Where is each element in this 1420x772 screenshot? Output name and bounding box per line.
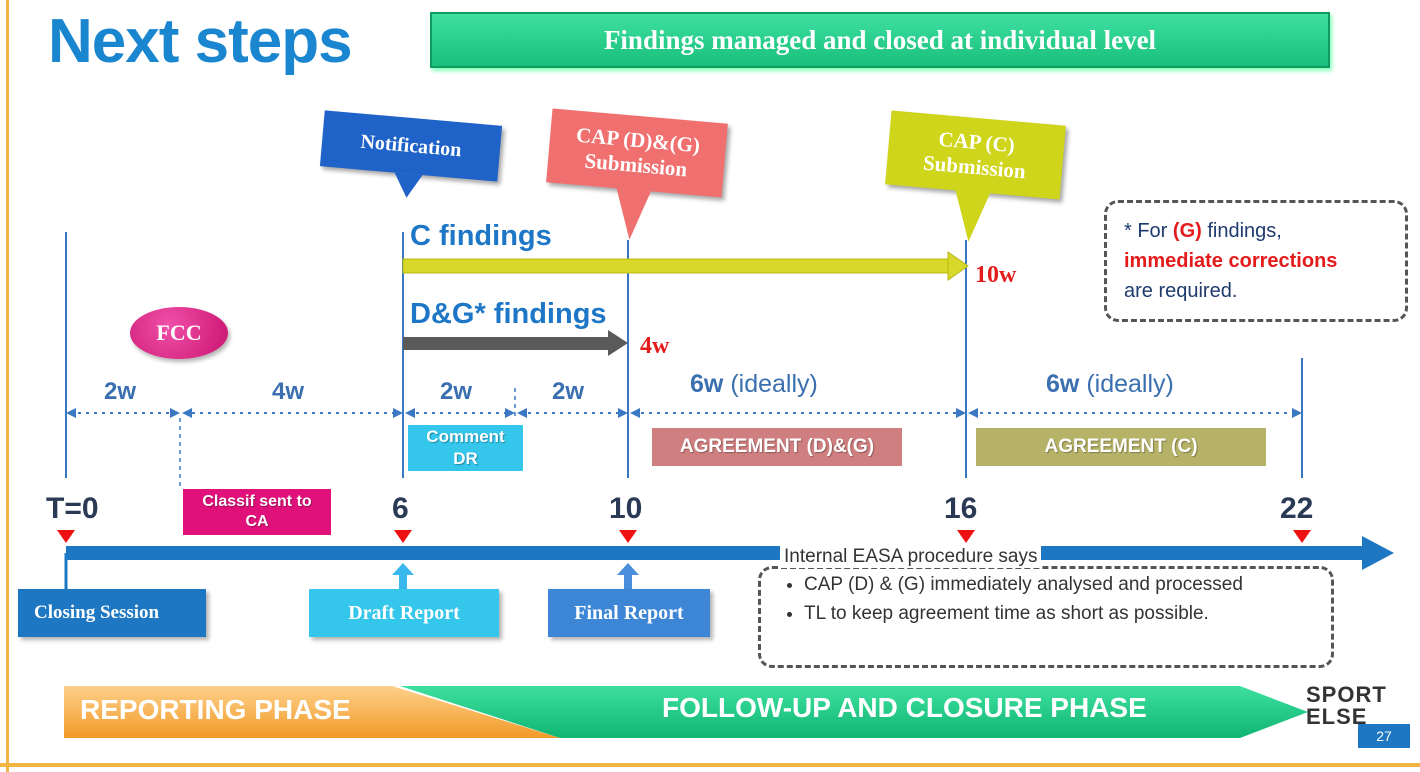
g-findings-note xyxy=(1104,200,1408,322)
followup-phase-label: FOLLOW-UP AND CLOSURE PHASE xyxy=(662,692,1147,723)
internal-note-bullet-2: TL to keep agreement time as short as po… xyxy=(804,599,1344,628)
segment-label-6: 6w (ideally) xyxy=(1046,370,1174,398)
reporting-phase-arrow xyxy=(64,686,560,738)
agreement-c-bar: AGREEMENT (C) xyxy=(976,428,1266,466)
c-findings-duration: 10w xyxy=(975,262,1017,288)
agreement-dg-bar: AGREEMENT (D)&(G) xyxy=(652,428,902,466)
followup-phase-arrow xyxy=(400,686,1308,738)
classif-sent-box: Classif sent to CA xyxy=(183,489,331,535)
tick-10: 10 xyxy=(609,492,643,525)
segment-label-4: 2w xyxy=(552,378,585,405)
marker-6 xyxy=(394,530,412,543)
internal-note-heading: Internal EASA procedure says xyxy=(780,546,1042,568)
findings-banner: Findings managed and closed at individua… xyxy=(430,12,1330,68)
bottom-frame-line xyxy=(0,763,1420,767)
final-up-arrow xyxy=(617,563,639,591)
dg-findings-label: D&G* findings xyxy=(410,298,607,330)
segment-label-3: 2w xyxy=(440,378,473,405)
segment-label-1: 2w xyxy=(104,378,137,405)
segment-label-2: 4w xyxy=(272,378,305,405)
page-title: Next steps xyxy=(48,7,353,76)
marker-16 xyxy=(957,530,975,543)
internal-procedure-note xyxy=(758,566,1334,668)
tick-6: 6 xyxy=(392,492,409,525)
closing-session-box: Closing Session xyxy=(18,589,206,637)
dg-findings-duration: 4w xyxy=(640,333,670,359)
dg-findings-arrow xyxy=(403,337,611,350)
draft-report-box: Draft Report xyxy=(309,589,499,637)
marker-t0 xyxy=(57,530,75,543)
marker-10 xyxy=(619,530,637,543)
page-number: 27 xyxy=(1358,724,1410,748)
tick-t0: T=0 xyxy=(46,492,99,525)
logo-fragment: SPORT ELSE xyxy=(1306,682,1387,729)
fcc-oval: FCC xyxy=(130,307,228,359)
reporting-phase-label: REPORTING PHASE xyxy=(80,694,351,725)
left-frame-line xyxy=(6,0,9,772)
internal-note-bullet-1: CAP (D) & (G) immediately analysed and p… xyxy=(804,570,1344,599)
draft-up-arrow xyxy=(392,563,414,591)
internal-note-list: CAP (D) & (G) immediately analysed and p… xyxy=(776,570,1344,628)
g-findings-note-text: * For (G) findings, immediate correction… xyxy=(1124,220,1338,302)
final-report-box: Final Report xyxy=(548,589,710,637)
comment-dr-bar: Comment DR xyxy=(408,425,523,471)
tick-22: 22 xyxy=(1280,492,1314,525)
c-findings-label: C findings xyxy=(410,220,552,252)
fcc-label: FCC xyxy=(156,320,202,345)
marker-22 xyxy=(1293,530,1311,543)
segment-label-5: 6w (ideally) xyxy=(690,370,818,398)
tick-16: 16 xyxy=(944,492,978,525)
